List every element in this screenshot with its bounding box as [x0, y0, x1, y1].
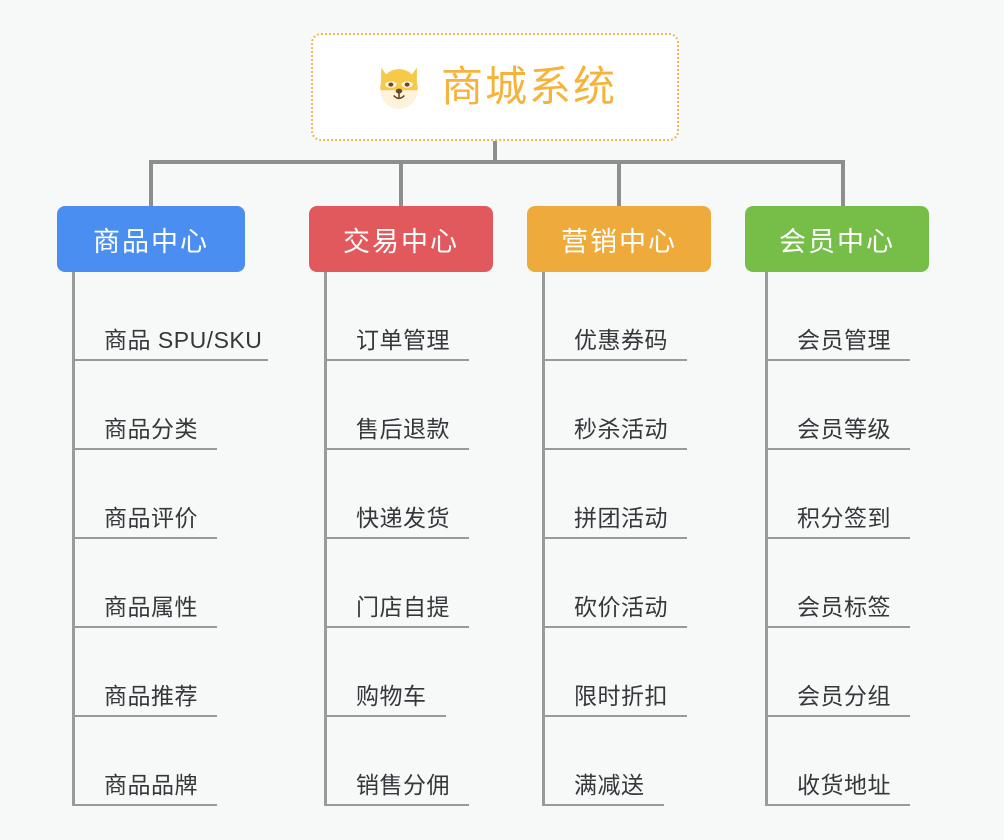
leaf-label: 商品属性 [104, 594, 198, 620]
leaf-item[interactable]: 砍价活动 [542, 539, 687, 628]
leaf-label: 会员标签 [797, 594, 891, 620]
leaf-item[interactable]: 限时折扣 [542, 628, 687, 717]
connector-horizontal-bus [149, 160, 845, 164]
leaf-column-trade-center: 订单管理 售后退款 快递发货 门店自提 购物车 销售分佣 [324, 272, 469, 806]
leaf-label: 满减送 [574, 772, 645, 798]
leaf-label: 商品评价 [104, 505, 198, 531]
leaf-item[interactable]: 会员管理 [765, 272, 910, 361]
leaf-underline [542, 715, 687, 717]
leaf-underline [542, 804, 664, 806]
leaf-label: 限时折扣 [574, 683, 668, 709]
leaf-item[interactable]: 会员等级 [765, 361, 910, 450]
leaf-item[interactable]: 商品推荐 [72, 628, 262, 717]
column-spine [765, 272, 768, 806]
connector-drop-3 [617, 160, 621, 206]
leaf-label: 商品品牌 [104, 772, 198, 798]
leaf-underline [324, 359, 469, 361]
leaf-column-product-center: 商品 SPU/SKU 商品分类 商品评价 商品属性 商品推荐 商品品牌 [72, 272, 268, 806]
root-node-shop-system[interactable]: 商城系统 [311, 33, 679, 141]
shiba-dog-face-icon [380, 67, 418, 109]
connector-drop-1 [149, 160, 153, 206]
leaf-underline [72, 448, 217, 450]
category-box-trade-center[interactable]: 交易中心 [309, 206, 493, 272]
category-box-product-center[interactable]: 商品中心 [57, 206, 245, 272]
leaf-underline [72, 715, 217, 717]
category-label: 商品中心 [93, 226, 209, 257]
connector-root-stem [493, 141, 497, 163]
category-box-marketing-center[interactable]: 营销中心 [527, 206, 711, 272]
leaf-underline [72, 359, 268, 361]
leaf-underline [542, 448, 687, 450]
category-label: 会员中心 [779, 226, 895, 257]
leaf-label: 秒杀活动 [574, 416, 668, 442]
leaf-label: 优惠券码 [574, 327, 668, 353]
category-box-member-center[interactable]: 会员中心 [745, 206, 929, 272]
leaf-item[interactable]: 商品评价 [72, 450, 262, 539]
root-node-title: 商城系统 [440, 63, 617, 110]
root-node-content: 商城系统 [373, 61, 617, 113]
leaf-column-member-center: 会员管理 会员等级 积分签到 会员标签 会员分组 收货地址 [765, 272, 910, 806]
leaf-label: 商品推荐 [104, 683, 198, 709]
leaf-label: 会员等级 [797, 416, 891, 442]
leaf-underline [765, 715, 910, 717]
leaf-item[interactable]: 收货地址 [765, 717, 910, 806]
leaf-item[interactable]: 门店自提 [324, 539, 469, 628]
leaf-item[interactable]: 会员标签 [765, 539, 910, 628]
connector-drop-2 [399, 160, 403, 206]
leaf-item[interactable]: 快递发货 [324, 450, 469, 539]
category-label: 交易中心 [343, 226, 459, 257]
leaf-column-marketing-center: 优惠券码 秒杀活动 拼团活动 砍价活动 限时折扣 满减送 [542, 272, 687, 806]
leaf-item[interactable]: 积分签到 [765, 450, 910, 539]
leaf-item[interactable]: 商品 SPU/SKU [72, 272, 268, 361]
leaf-underline [324, 804, 469, 806]
column-spine [72, 272, 75, 806]
leaf-label: 订单管理 [356, 327, 450, 353]
leaf-label: 收货地址 [797, 772, 891, 798]
leaf-underline [765, 804, 910, 806]
leaf-underline [765, 359, 910, 361]
column-spine [324, 272, 327, 806]
leaf-label: 会员分组 [797, 683, 891, 709]
leaf-item[interactable]: 销售分佣 [324, 717, 469, 806]
leaf-label: 商品分类 [104, 416, 198, 442]
leaf-item[interactable]: 会员分组 [765, 628, 910, 717]
leaf-item[interactable]: 商品品牌 [72, 717, 262, 806]
leaf-underline [765, 626, 910, 628]
leaf-label: 积分签到 [797, 505, 891, 531]
leaf-underline [72, 804, 217, 806]
leaf-underline [542, 537, 687, 539]
leaf-item[interactable]: 订单管理 [324, 272, 469, 361]
leaf-label: 拼团活动 [574, 505, 668, 531]
category-label: 营销中心 [561, 226, 677, 257]
leaf-item[interactable]: 售后退款 [324, 361, 469, 450]
connector-drop-4 [841, 160, 845, 206]
leaf-underline [542, 626, 687, 628]
leaf-underline [324, 537, 469, 539]
leaf-underline [324, 448, 469, 450]
leaf-item[interactable]: 优惠券码 [542, 272, 687, 361]
leaf-underline [765, 537, 910, 539]
leaf-item[interactable]: 商品分类 [72, 361, 262, 450]
column-spine [542, 272, 545, 806]
leaf-item[interactable]: 拼团活动 [542, 450, 687, 539]
leaf-underline [542, 359, 687, 361]
leaf-label: 会员管理 [797, 327, 891, 353]
leaf-item[interactable]: 商品属性 [72, 539, 262, 628]
leaf-underline [324, 626, 469, 628]
leaf-label: 门店自提 [356, 594, 450, 620]
leaf-item[interactable]: 满减送 [542, 717, 668, 806]
leaf-item[interactable]: 购物车 [324, 628, 450, 717]
leaf-label: 销售分佣 [356, 772, 450, 798]
leaf-label: 售后退款 [356, 416, 450, 442]
leaf-label: 砍价活动 [574, 594, 668, 620]
leaf-underline [72, 626, 217, 628]
leaf-item[interactable]: 秒杀活动 [542, 361, 687, 450]
leaf-label: 商品 SPU/SKU [104, 327, 263, 353]
leaf-label: 快递发货 [356, 505, 450, 531]
leaf-underline [324, 715, 446, 717]
leaf-label: 购物车 [356, 683, 427, 709]
leaf-underline [765, 448, 910, 450]
leaf-underline [72, 537, 217, 539]
